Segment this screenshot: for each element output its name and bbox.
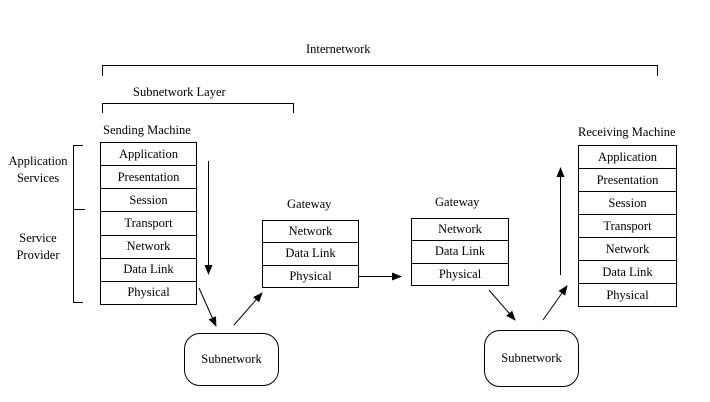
receiving-layer-network: Network xyxy=(579,238,676,261)
gateway2-title: Gateway xyxy=(435,195,480,209)
gateway1-layer-network: Network xyxy=(263,221,358,244)
application-services-line1: Application xyxy=(8,154,68,168)
receiving-layer-presentation: Presentation xyxy=(579,169,676,192)
subnetwork-1: Subnetwork xyxy=(184,333,279,386)
service-provider-line2: Provider xyxy=(16,248,60,262)
internetwork-label: Internetwork xyxy=(306,42,371,56)
receiving-layer-datalink: Data Link xyxy=(579,261,676,284)
receiving-machine-title: Receiving Machine xyxy=(578,125,676,139)
sending-machine-stack: Application Presentation Session Transpo… xyxy=(100,142,197,305)
service-provider-label: Service Provider xyxy=(2,230,74,264)
gateway2-layer-network: Network xyxy=(412,219,508,242)
receiving-layer-physical: Physical xyxy=(606,287,649,302)
subnetwork-layer-bracket xyxy=(102,103,294,113)
gateway1-layer-datalink: Data Link xyxy=(263,243,358,266)
sending-layer-transport: Transport xyxy=(101,212,196,236)
sending-layer-application: Application xyxy=(101,143,196,167)
arrow-subnetwork2-to-receiving xyxy=(542,285,568,321)
application-services-label: Application Services xyxy=(2,153,74,187)
sending-layer-presentation: Presentation xyxy=(101,166,196,190)
gateway1-stack: Network Data Link Physical xyxy=(262,220,359,288)
application-services-line2: Services xyxy=(16,171,60,185)
arrow-to-subnetwork-1 xyxy=(198,287,217,327)
subnetwork-layer-label: Subnetwork Layer xyxy=(133,85,226,99)
sending-layer-datalink: Data Link xyxy=(101,259,196,282)
gateway1-title: Gateway xyxy=(287,197,332,211)
sending-layer-physical: Physical xyxy=(127,285,170,300)
gateway2-layer-physical: Physical xyxy=(438,266,482,281)
receiving-layer-application: Application xyxy=(579,146,676,169)
sending-layer-network: Network xyxy=(101,236,196,259)
gateway2-stack: Network Data Link Physical xyxy=(411,218,509,286)
gateway2-layer-datalink: Data Link xyxy=(412,241,508,264)
gateway1-layer-physical: Physical xyxy=(289,268,332,283)
internetwork-bracket xyxy=(102,65,658,76)
service-provider-line1: Service xyxy=(19,231,57,245)
subnetwork-2: Subnetwork xyxy=(484,330,579,387)
receiving-layer-transport: Transport xyxy=(579,215,676,238)
sending-layer-session: Session xyxy=(101,189,196,213)
left-services-bracket xyxy=(73,145,85,303)
sending-machine-title: Sending Machine xyxy=(103,123,191,137)
receiving-layer-session: Session xyxy=(579,192,676,215)
arrow-to-subnetwork-2 xyxy=(488,289,516,321)
receiving-machine-stack: Application Presentation Session Transpo… xyxy=(578,145,677,307)
arrow-subnetwork1-to-gateway1 xyxy=(233,292,263,326)
